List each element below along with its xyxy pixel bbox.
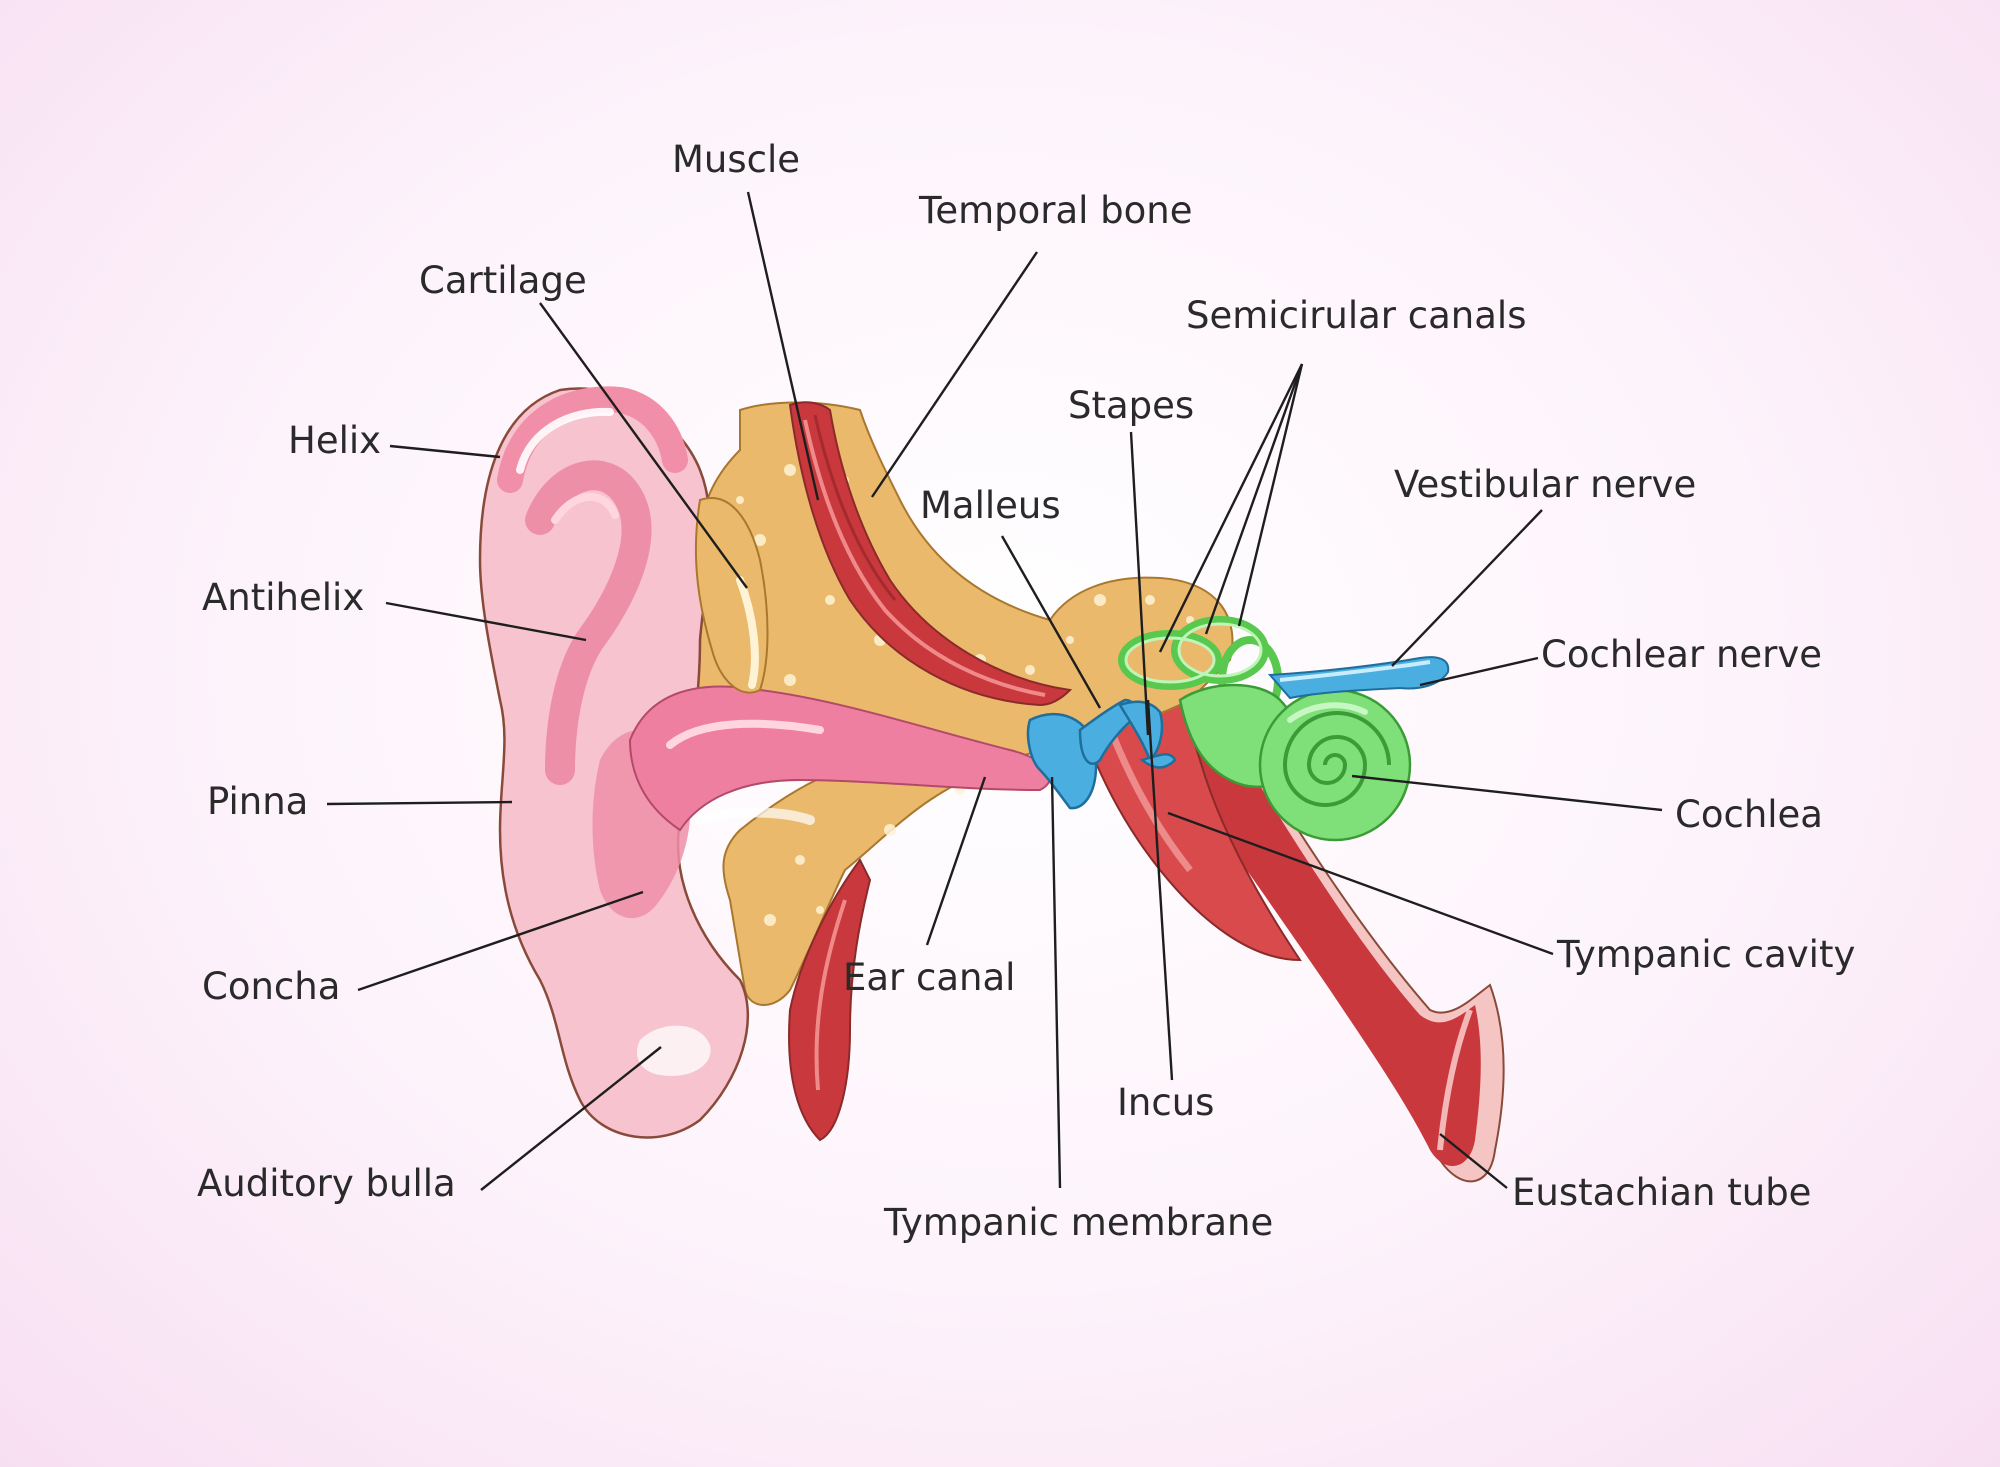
label-cochlear-nerve: Cochlear nerve	[1541, 633, 1822, 676]
leader-eustachian-tube	[1439, 1133, 1508, 1189]
leader-helix	[389, 444, 501, 459]
leader-auditory-bulla	[480, 1046, 662, 1191]
leader-semicircular-3	[1237, 363, 1304, 627]
leader-stapes	[1129, 431, 1150, 736]
label-ear-canal: Ear canal	[843, 956, 1015, 999]
label-concha: Concha	[202, 965, 340, 1008]
leader-semicircular-2	[1204, 363, 1304, 635]
label-pinna: Pinna	[207, 780, 308, 823]
label-temporal-bone: Temporal bone	[918, 189, 1193, 232]
leader-cartilage	[539, 302, 748, 589]
labels: Muscle Temporal bone Cartilage Semicirul…	[197, 138, 1855, 1244]
leader-ear-canal	[925, 776, 987, 946]
label-stapes: Stapes	[1068, 384, 1194, 427]
nerve-shape	[1267, 656, 1450, 700]
label-muscle: Muscle	[672, 138, 800, 181]
leader-muscle	[746, 191, 820, 501]
label-vestibular-nerve: Vestibular nerve	[1394, 463, 1696, 506]
cartilage-shape	[694, 497, 769, 694]
leader-cochlear-nerve	[1419, 656, 1539, 687]
leader-tympanic-membrane	[1050, 776, 1062, 1189]
leader-cochlea	[1351, 774, 1663, 812]
label-malleus: Malleus	[920, 484, 1061, 527]
label-eustachian-tube: Eustachian tube	[1512, 1171, 1811, 1214]
label-antihelix: Antihelix	[202, 576, 364, 619]
leader-incus	[1146, 699, 1174, 1081]
label-tympanic-membrane: Tympanic membrane	[883, 1201, 1273, 1244]
leader-temporal-bone	[871, 251, 1038, 498]
label-cochlea: Cochlea	[1675, 793, 1823, 836]
label-helix: Helix	[288, 419, 381, 462]
pinna-shape	[478, 386, 1051, 1139]
muscle-shape	[788, 401, 1073, 707]
leader-vestibular-nerve	[1391, 509, 1543, 667]
ossicles-shape	[1026, 698, 1177, 810]
semicircular-canals-highlight	[1124, 622, 1263, 684]
lower-muscle-shape	[788, 858, 872, 1142]
leader-tympanic-cavity	[1167, 811, 1554, 956]
leader-malleus	[1000, 535, 1102, 709]
label-tympanic-cavity: Tympanic cavity	[1556, 933, 1855, 976]
label-cartilage: Cartilage	[419, 259, 587, 302]
ear-illustration	[478, 386, 1505, 1183]
leader-semicircular-1	[1158, 363, 1304, 653]
cochlea-shape	[1178, 683, 1412, 842]
leader-pinna	[326, 800, 513, 806]
label-auditory-bulla: Auditory bulla	[197, 1162, 456, 1205]
leader-lines	[326, 191, 1663, 1191]
label-incus: Incus	[1117, 1081, 1214, 1124]
label-semicircular-canals: Semicirular canals	[1186, 294, 1526, 337]
leader-concha	[357, 890, 644, 992]
leader-antihelix	[385, 601, 587, 642]
